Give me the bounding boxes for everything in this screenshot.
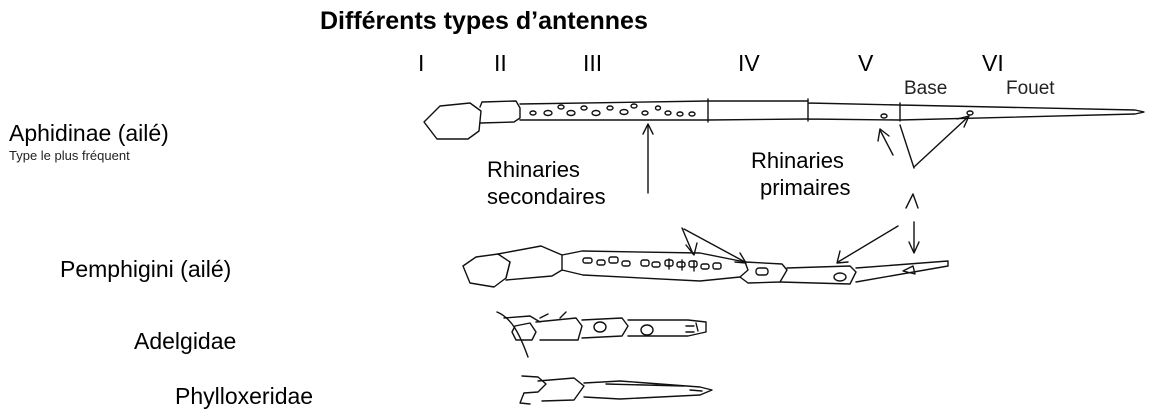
pemphigini-secondary-rhinaria: [583, 257, 721, 271]
pemphigini-segment-ii: [498, 246, 562, 280]
aphidinae-antenna: [424, 99, 1144, 139]
pemphigini-primary-rhinarium-iv: [756, 268, 768, 275]
aphidinae-segment-iv: [708, 99, 808, 122]
pemphigini-antenna: [463, 246, 948, 287]
annotation-arrows: [643, 116, 969, 263]
pemphigini-segment-vi: [856, 261, 948, 282]
pemphigini-primary-rhinarium-vi: [903, 266, 915, 274]
aphidinae-primary-rhinarium-vi: [967, 111, 973, 115]
pemphigini-segment-i: [463, 254, 510, 287]
adelgidae-antenna: [497, 312, 706, 357]
aphidinae-segment-i: [424, 103, 481, 139]
aphidinae-secondary-rhinaria: [530, 104, 695, 116]
pemphigini-segment-iii: [562, 251, 748, 281]
phylloxeridae-antenna: [520, 376, 712, 404]
pemphigini-primary-rhinarium-v: [834, 273, 846, 281]
aphidinae-segment-vi: [900, 103, 1144, 121]
pemphigini-segment-iv: [740, 262, 787, 283]
aphidinae-segment-ii: [480, 101, 520, 123]
aphidinae-primary-rhinarium-v: [881, 114, 887, 118]
